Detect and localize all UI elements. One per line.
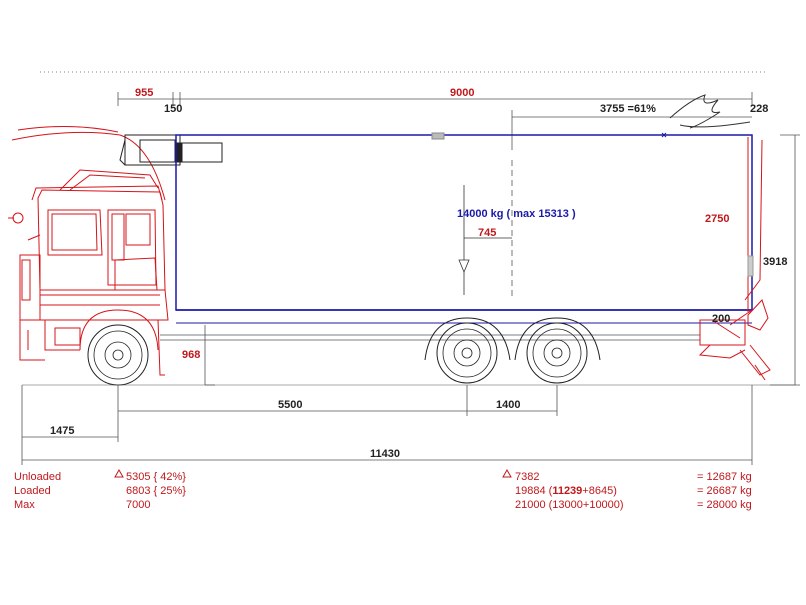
row-label-max: Max <box>14 499 35 511</box>
rear-wheel-2 <box>514 317 601 384</box>
dim-load-centre: 3755 =61% <box>600 103 656 115</box>
rear-wheel-1 <box>424 317 511 384</box>
truck-cab <box>8 125 169 376</box>
load-marker <box>458 185 512 295</box>
dim-1400: 1400 <box>496 399 520 411</box>
dim-150: 150 <box>164 103 182 115</box>
tail-lift <box>698 139 771 381</box>
row-total-max: = 28000 kg <box>697 499 752 511</box>
dim-11430: 11430 <box>370 448 400 460</box>
reefer-unit <box>119 134 223 166</box>
dim-2750: 2750 <box>705 213 729 225</box>
dim-955: 955 <box>135 87 153 99</box>
front-wheel <box>79 309 159 386</box>
height-dims <box>205 134 800 386</box>
dim-1475: 1475 <box>50 425 74 437</box>
dim-228: 228 <box>750 103 768 115</box>
dim-745: 745 <box>478 227 496 239</box>
chassis-frame <box>160 325 700 385</box>
rear-loaded-main: 19884 ( <box>515 485 553 497</box>
row-front-loaded: 6803 { 25%} <box>126 485 186 497</box>
row-total-loaded: = 26687 kg <box>697 485 752 497</box>
load-centre-line <box>511 110 752 300</box>
row-front-unloaded: 5305 { 42%} <box>126 471 186 483</box>
row-front-max: 7000 <box>126 499 150 511</box>
row-rear-max: 21000 (13000+10000) <box>515 499 624 511</box>
dim-9000: 9000 <box>450 87 474 99</box>
dim-968: 968 <box>182 349 200 361</box>
row-rear-unloaded: 7382 <box>515 471 539 483</box>
dim-5500: 5500 <box>278 399 302 411</box>
rear-axle-symbol <box>502 468 512 478</box>
dim-200: 200 <box>712 313 730 325</box>
logo <box>669 94 751 129</box>
payload-label: 14000 kg ( max 15313 ) <box>457 208 576 220</box>
rear-loaded-tail: +8645) <box>582 485 617 497</box>
row-total-unloaded: = 12687 kg <box>697 471 752 483</box>
rear-loaded-bold: 11239 <box>552 485 582 497</box>
dim-3918: 3918 <box>763 256 787 268</box>
row-label-unloaded: Unloaded <box>14 471 61 483</box>
row-rear-loaded: 19884 (11239+8645) <box>515 485 617 497</box>
front-axle-symbol <box>114 468 124 478</box>
top-dimension-line <box>40 71 765 106</box>
rear-door <box>747 137 754 312</box>
row-label-loaded: Loaded <box>14 485 51 497</box>
axle-load-table: Unloaded 5305 { 42%} 7382 = 12687 kg Loa… <box>14 468 752 511</box>
bottom-dimension-lines <box>21 384 795 465</box>
